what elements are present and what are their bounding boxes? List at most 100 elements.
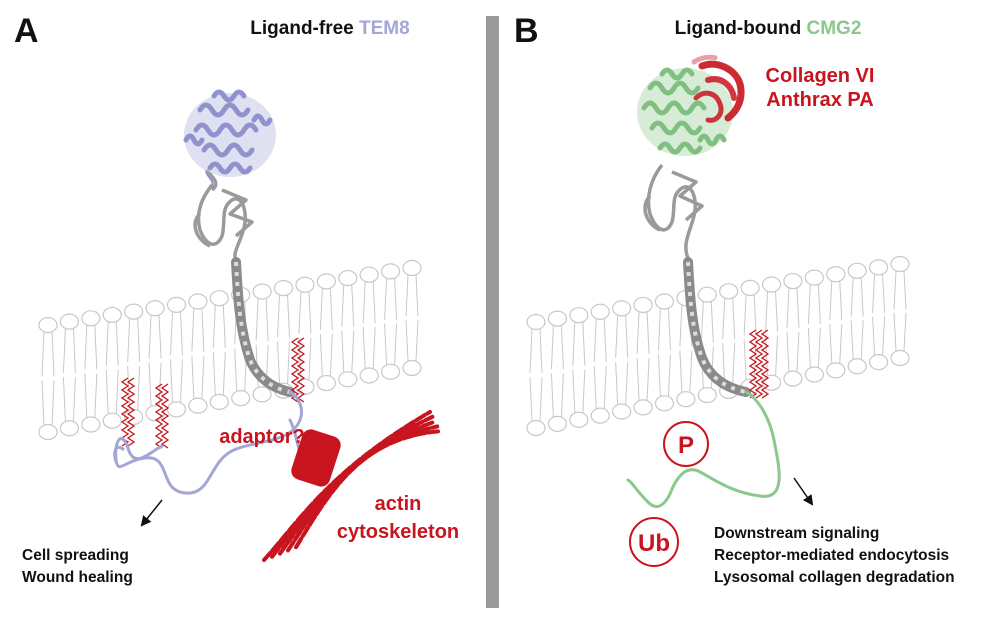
outcome-b-1: Downstream signaling: [714, 525, 879, 542]
lipid-b-head-bottom: [847, 358, 867, 375]
lipid-a-tail: [137, 318, 141, 363]
lipid-b-head-top: [761, 276, 782, 293]
lipid-b-tail: [817, 284, 821, 325]
lipid-b-tail: [625, 315, 629, 358]
lipid-a-tail: [265, 298, 269, 341]
lipid-a-tail: [72, 377, 76, 422]
lipid-b-tail: [550, 325, 554, 370]
lipid-b-tail: [679, 350, 683, 393]
zigzag-a-4: [160, 383, 170, 449]
panel-b-letter: B: [514, 12, 539, 50]
lipid-b-tail: [603, 365, 607, 409]
lipid-b-tail: [850, 277, 854, 317]
lipid-b-tail: [689, 350, 693, 393]
lipid-b-tail: [550, 373, 554, 417]
lipid-a-tail: [234, 348, 238, 392]
lipid-b-tail: [775, 291, 779, 332]
lipid-a-tail: [415, 319, 419, 362]
lipid-a-tail: [222, 305, 226, 348]
lipid-a-tail: [115, 321, 119, 366]
ubiquitination-label: Ub: [638, 530, 670, 557]
lipid-a-head-top: [252, 283, 272, 300]
lipid-b-head-bottom: [569, 411, 589, 428]
lipid-a-head-top: [188, 293, 208, 310]
lipid-a-tail: [362, 327, 366, 369]
lipid-a-tail: [62, 328, 66, 373]
panel-b-title: Ligand-bound CMG2: [675, 18, 862, 39]
ligand-label-1: Collagen VI: [766, 65, 875, 87]
lipid-a-tail: [372, 327, 376, 369]
lipid-a-tail: [105, 369, 109, 414]
lipid-a-tail: [201, 355, 205, 399]
lipid-a-tail: [308, 291, 312, 334]
tem8-ig-domain: [193, 168, 254, 263]
cmg2-cytoplasmic-tail: [626, 390, 781, 509]
lipid-b-head-bottom: [697, 386, 717, 404]
panel-a-title-highlight: TEM8: [359, 18, 410, 39]
lipid-a-tail: [319, 288, 323, 331]
lipid-a-head-bottom: [102, 412, 122, 429]
lipid-a-head-bottom: [252, 386, 272, 403]
tem8-transmembrane-helix: [231, 257, 295, 397]
lipid-b-head-top: [868, 259, 889, 276]
lipid-b-head-top: [719, 283, 739, 300]
lipid-a-tail: [51, 380, 55, 426]
lipid-a-head-bottom: [359, 367, 379, 384]
lipid-b-tail: [860, 320, 864, 360]
zigzag-a-2: [126, 377, 136, 447]
lipid-a-tail: [255, 298, 259, 341]
zigzag-a-6: [296, 337, 306, 403]
lipid-a-tail: [405, 319, 409, 362]
lipid-b-tail: [667, 308, 671, 351]
lipid-a-tail: [329, 288, 333, 331]
lipid-b-tail: [893, 270, 897, 310]
lipid-a-tail: [127, 366, 131, 410]
lipid-a-head-bottom: [231, 390, 251, 407]
panel-divider: [486, 16, 499, 608]
lipid-a-tail: [137, 366, 141, 410]
outcome-a-1: Cell spreading: [22, 547, 129, 564]
lipid-a-tail: [191, 308, 195, 352]
lipid-b-head-top: [590, 303, 610, 320]
lipid-a-head-top: [273, 280, 294, 297]
lipid-a-tail: [351, 285, 355, 327]
lipid-b-tail: [743, 294, 747, 336]
lipid-b-tail: [625, 361, 629, 405]
palmitoylation-chains-a: [120, 337, 306, 449]
lipid-b-head-top: [826, 266, 846, 283]
lipid-b-tail: [839, 324, 843, 364]
lipid-a-head-bottom: [402, 359, 422, 377]
lipid-a-tail: [277, 341, 281, 384]
lipid-a-tail: [384, 278, 388, 320]
lipid-a-tail: [148, 362, 152, 407]
lipid-a-tail: [287, 295, 291, 338]
zigzag-b-2: [754, 329, 764, 399]
lipid-a-tail: [84, 325, 88, 370]
zigzag-a-1: [120, 377, 130, 447]
lipid-a-head-bottom: [338, 371, 358, 388]
ubiquitination-site: [629, 517, 679, 567]
lipid-b-tail: [572, 322, 576, 366]
lipid-b-tail: [732, 343, 736, 384]
lipid-b-tail: [829, 281, 833, 321]
lipid-a-head-top: [166, 296, 187, 313]
lipid-a-tail: [84, 373, 88, 418]
lipid-a-tail: [169, 359, 173, 403]
lipid-b-head-bottom: [612, 403, 632, 420]
lipid-b-tail: [850, 320, 854, 360]
lipid-b-tail: [796, 288, 800, 328]
lipid-a-tail: [319, 334, 323, 377]
lipid-b-head-bottom: [633, 399, 653, 416]
lipid-a-tail: [287, 341, 291, 384]
lipid-b-tail: [839, 281, 843, 321]
lipid-b-head-top: [654, 293, 675, 310]
lipid-a-head-top: [102, 306, 122, 324]
adaptor-protein: [291, 429, 341, 487]
lipid-a-tail: [372, 281, 376, 324]
lipid-b-head-bottom: [590, 407, 610, 424]
lipid-a-tail: [277, 295, 281, 338]
lipid-a-head-bottom: [38, 423, 58, 441]
lipid-b-tail: [582, 322, 586, 366]
lipid-b-head-bottom: [783, 370, 803, 387]
lipid-b-head-top: [547, 310, 568, 327]
